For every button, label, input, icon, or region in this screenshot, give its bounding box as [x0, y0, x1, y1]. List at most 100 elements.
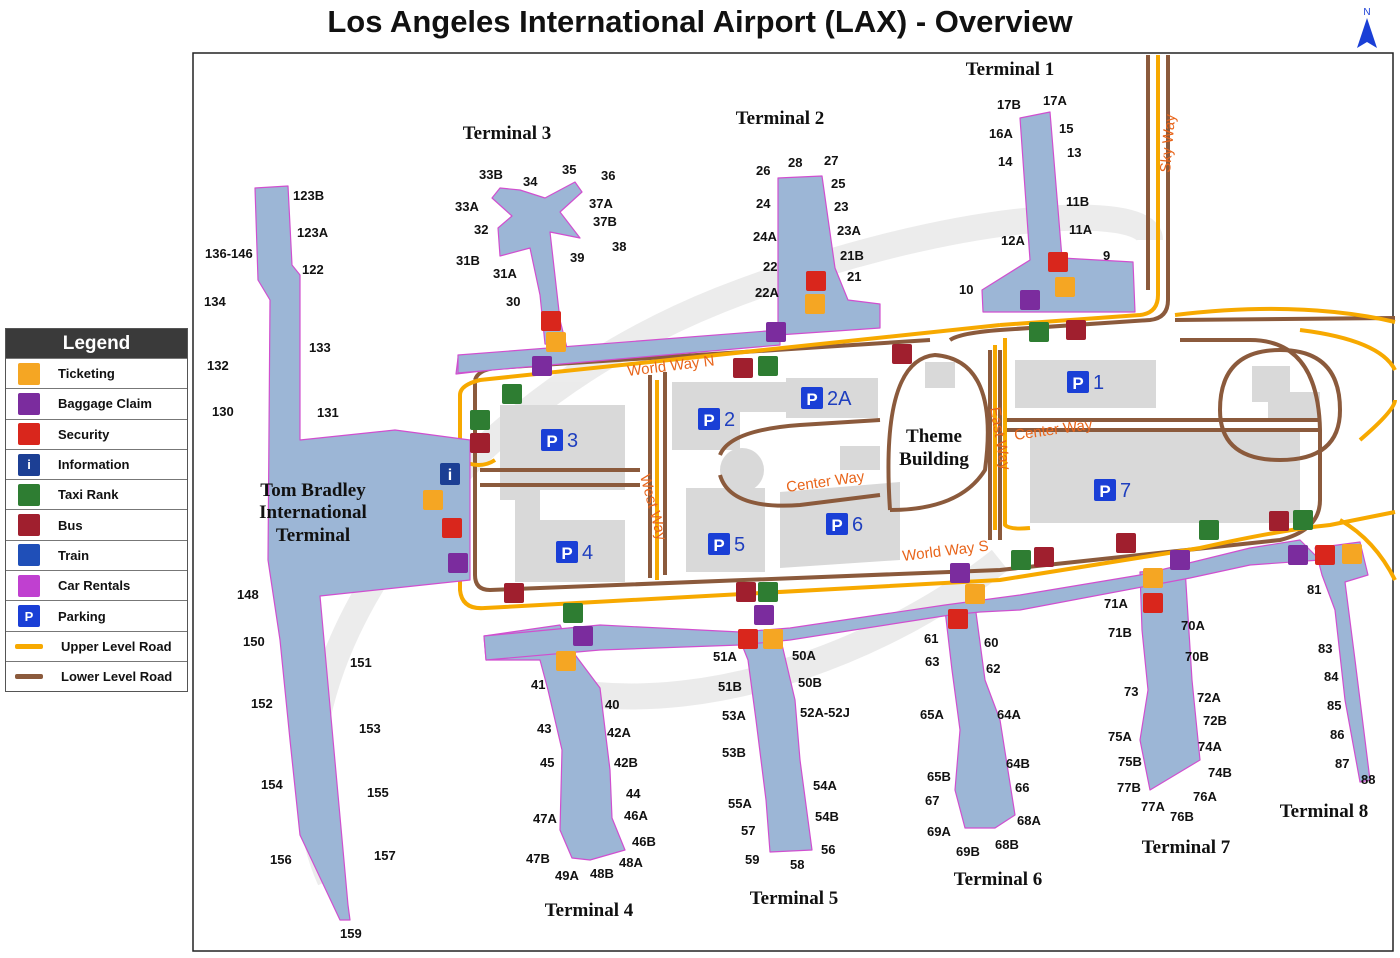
gate-label: 25	[831, 176, 845, 191]
terminal-2-label: Terminal 2	[736, 108, 825, 129]
gate-label: 136-146	[205, 246, 253, 261]
gate-label: 14	[998, 154, 1013, 169]
legend-item-label: Information	[58, 457, 130, 473]
gate-label: 85	[1327, 698, 1341, 713]
gate-label: 24A	[753, 229, 777, 244]
gate-label: 52A-52J	[800, 705, 850, 720]
terminal-5-building	[739, 635, 813, 853]
gate-label: 17A	[1043, 93, 1067, 108]
theme-building-label-1: Theme	[906, 426, 962, 447]
gate-labels: 17B 17A 15 16A 13 14 11B 11A 12A 9 10 26…	[204, 93, 1375, 941]
gate-label: 62	[986, 661, 1000, 676]
terminal-2-building	[777, 175, 881, 336]
gate-label: 53B	[722, 745, 746, 760]
gate-label: 33B	[479, 167, 503, 182]
gate-label: 66	[1015, 780, 1029, 795]
svg-text:P: P	[713, 536, 724, 555]
gate-label: 63	[925, 654, 939, 669]
legend-item-label: Taxi Rank	[58, 487, 119, 503]
gate-label: 11A	[1069, 222, 1093, 237]
gate-label: 159	[340, 926, 362, 941]
tbit-label-line-2: International	[259, 502, 367, 523]
legend-item-car-rentals: Car Rentals	[6, 570, 187, 600]
gate-label: 28	[788, 155, 802, 170]
gate-label: 148	[237, 587, 259, 602]
parking-1-label: 1	[1093, 372, 1104, 394]
svg-text:P: P	[831, 516, 842, 535]
ticketing-icon	[18, 362, 40, 385]
parking-2a-label: 2A	[827, 388, 852, 410]
svg-text:P: P	[546, 432, 557, 451]
terminal-8-label: Terminal 8	[1280, 801, 1369, 822]
theme-building-label-2: Building	[899, 449, 969, 470]
gate-label: 13	[1067, 145, 1081, 160]
taxi-icon	[470, 322, 1313, 623]
gate-label: 53A	[722, 708, 746, 723]
gate-label: 49A	[555, 868, 579, 883]
gate-label: 21B	[840, 248, 864, 263]
gate-label: 36	[601, 168, 615, 183]
gate-label: 31A	[493, 266, 517, 281]
gate-label: 64B	[1006, 756, 1030, 771]
gate-label: 70A	[1181, 618, 1205, 633]
gate-label: 30	[506, 294, 520, 309]
gate-label: 24	[756, 196, 771, 211]
parking-icon: P	[18, 605, 40, 628]
gate-label: 123B	[293, 188, 324, 203]
svg-text:P: P	[1099, 482, 1110, 501]
gate-label: 37B	[593, 214, 617, 229]
gate-label: 9	[1103, 248, 1110, 263]
terminal-3-label: Terminal 3	[463, 123, 552, 144]
gate-label: 26	[756, 163, 770, 178]
terminal-4-building	[483, 624, 626, 861]
road-label-sky-way: Sky Way	[1157, 113, 1179, 173]
gate-label: 67	[925, 793, 939, 808]
gate-label: 130	[212, 404, 234, 419]
gate-label: 81	[1307, 582, 1321, 597]
gate-label: 152	[251, 696, 273, 711]
gate-label: 32	[474, 222, 488, 237]
legend-title: Legend	[6, 329, 187, 358]
tbit-label-line-3: Terminal	[276, 525, 350, 546]
gate-label: 156	[270, 852, 292, 867]
gate-label: 60	[984, 635, 998, 650]
gate-label: 23	[834, 199, 848, 214]
svg-text:P: P	[561, 544, 572, 563]
svg-text:P: P	[1072, 374, 1083, 393]
gate-label: 51B	[718, 679, 742, 694]
compass-label: N	[1363, 7, 1370, 18]
gate-label: 72A	[1197, 690, 1221, 705]
lower-road-line-icon	[15, 674, 43, 680]
gate-label: 73	[1124, 684, 1138, 699]
security-icon	[442, 252, 1335, 649]
gate-label: 56	[821, 842, 835, 857]
parking-icon	[541, 371, 1116, 563]
svg-text:i: i	[448, 467, 452, 484]
legend-item-parking: P Parking	[6, 600, 187, 630]
legend-item-ticketing: Ticketing	[6, 358, 187, 388]
legend-item-label: Upper Level Road	[61, 638, 172, 654]
legend-item-baggage-claim: Baggage Claim	[6, 388, 187, 418]
gate-label: 43	[537, 721, 551, 736]
gate-label: 71B	[1108, 625, 1132, 640]
tom-bradley-terminal	[254, 185, 471, 921]
legend-item-lower-road: Lower Level Road	[6, 660, 187, 691]
baggage-claim-icon	[448, 290, 1308, 646]
gate-label: 40	[605, 697, 619, 712]
gate-label: 157	[374, 848, 396, 863]
parking-3-label: 3	[567, 430, 578, 452]
gate-label: 65B	[927, 769, 951, 784]
gate-label: 83	[1318, 641, 1332, 656]
gate-label: 64A	[997, 707, 1021, 722]
parking-6-label: 6	[852, 514, 863, 536]
gate-label: 59	[745, 852, 759, 867]
gate-label: 70B	[1185, 649, 1209, 664]
gate-label: 16A	[989, 126, 1013, 141]
upper-road-line-icon	[15, 643, 43, 649]
gate-label: 22A	[755, 285, 779, 300]
terminal-1-building	[981, 111, 1136, 313]
gate-label: 76A	[1193, 789, 1217, 804]
legend-item-label: Lower Level Road	[61, 669, 173, 685]
